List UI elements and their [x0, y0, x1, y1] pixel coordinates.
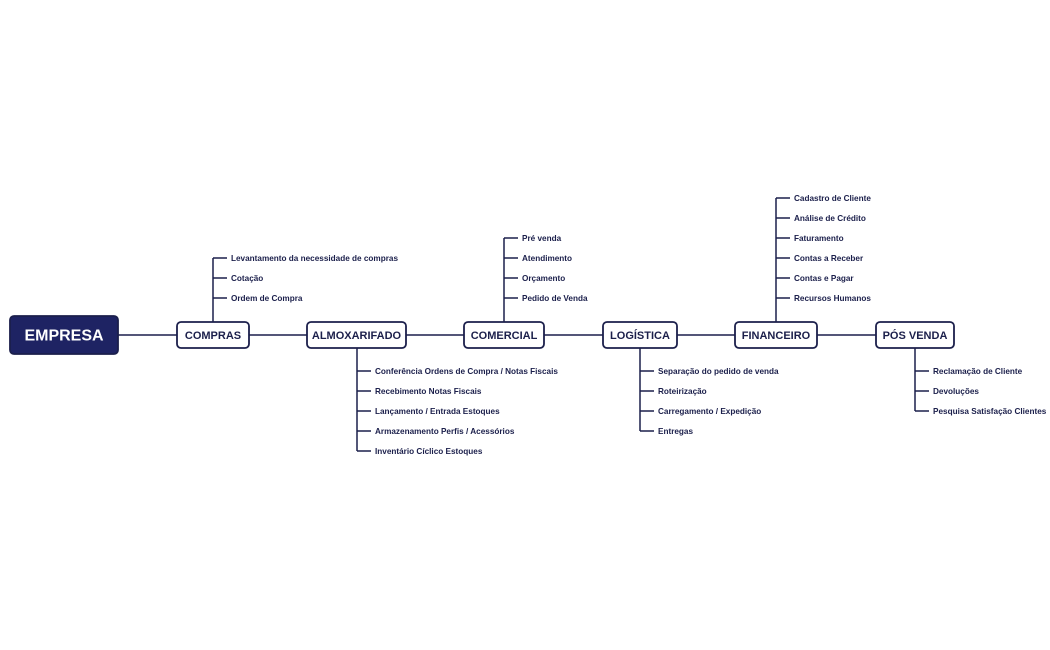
branch-item-label: Lançamento / Entrada Estoques	[375, 407, 500, 416]
department-5: Reclamação de ClienteDevoluçõesPesquisa …	[875, 321, 1047, 416]
root-label: EMPRESA	[24, 328, 104, 345]
branch-item-label: Armazenamento Perfis / Acessórios	[375, 427, 515, 436]
branch-item-label: Recebimento Notas Fiscais	[375, 387, 482, 396]
branch-item-label: Conferência Ordens de Compra / Notas Fis…	[375, 367, 558, 376]
branch-item-label: Contas a Receber	[794, 254, 864, 263]
department-node-label: FINANCEIRO	[742, 330, 811, 342]
department-node-box[interactable]	[306, 321, 407, 349]
branch-item-label: Pesquisa Satisfação Clientes	[933, 407, 1047, 416]
department-node-label: PÓS VENDA	[883, 329, 948, 342]
department-node-label: LOGÍSTICA	[610, 329, 670, 342]
department-0: Levantamento da necessidade de comprasCo…	[176, 254, 398, 349]
branch-item-label: Levantamento da necessidade de compras	[231, 254, 398, 263]
branch-item-label: Atendimento	[522, 254, 572, 263]
root-node[interactable]: EMPRESA	[9, 315, 119, 355]
branch-item-label: Roteirização	[658, 387, 707, 396]
department-node-box[interactable]	[602, 321, 678, 349]
branch-item-label: Ordem de Compra	[231, 294, 303, 303]
branch-item-label: Cadastro de Cliente	[794, 194, 871, 203]
department-node-box[interactable]	[875, 321, 955, 349]
branch-item-label: Contas e Pagar	[794, 274, 854, 283]
branch-item-label: Carregamento / Expedição	[658, 407, 761, 416]
branch-item-label: Cotação	[231, 274, 263, 283]
branch-item-label: Faturamento	[794, 234, 844, 243]
department-node-box[interactable]	[463, 321, 545, 349]
department-1: Conferência Ordens de Compra / Notas Fis…	[306, 321, 558, 456]
branch-item-label: Pedido de Venda	[522, 294, 588, 303]
branch-item-label: Análise de Crédito	[794, 214, 866, 223]
branch-item-label: Devoluções	[933, 387, 979, 396]
department-node-label: COMERCIAL	[471, 330, 538, 342]
branch-item-label: Recursos Humanos	[794, 294, 871, 303]
department-node-box[interactable]	[734, 321, 818, 349]
branch-item-label: Entregas	[658, 427, 693, 436]
department-node-label: COMPRAS	[185, 330, 241, 342]
department-node-label: ALMOXARIFADO	[312, 330, 402, 342]
branch-item-label: Pré venda	[522, 234, 562, 243]
departments-layer: Levantamento da necessidade de comprasCo…	[176, 194, 1047, 456]
department-3: Separação do pedido de vendaRoteirização…	[602, 321, 779, 436]
branch-item-label: Orçamento	[522, 274, 565, 283]
branch-item-label: Inventário Cíclico Estoques	[375, 447, 483, 456]
branch-item-label: Separação do pedido de venda	[658, 367, 779, 376]
branch-item-label: Reclamação de Cliente	[933, 367, 1023, 376]
department-node-box[interactable]	[176, 321, 250, 349]
